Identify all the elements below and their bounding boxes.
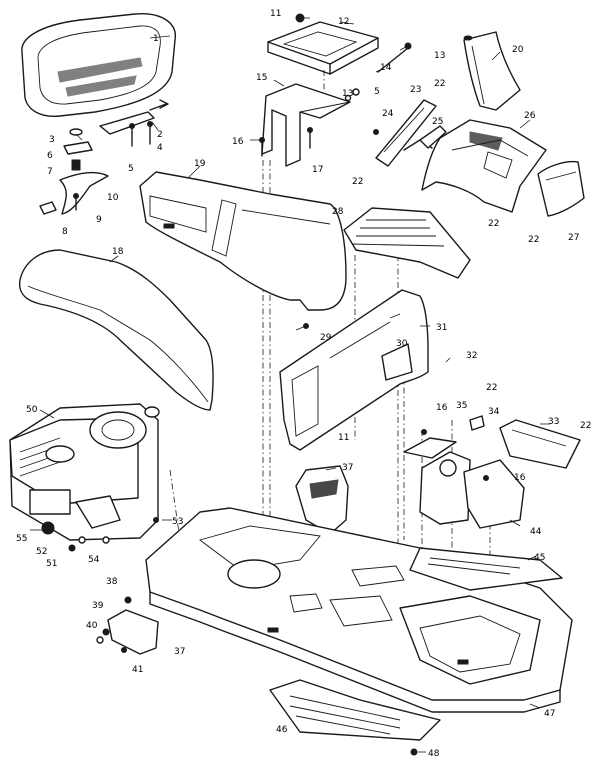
callout-25: 25 xyxy=(432,117,443,127)
callout-1: 1 xyxy=(153,34,159,44)
callout-52: 52 xyxy=(36,547,47,557)
callout-35: 35 xyxy=(456,401,467,411)
callout-5a: 5 xyxy=(128,164,134,174)
callout-13a: 13 xyxy=(434,51,445,61)
callout-10: 10 xyxy=(107,193,119,203)
callout-54: 54 xyxy=(88,555,100,565)
frame-bolt xyxy=(410,748,418,756)
callout-30: 30 xyxy=(396,339,408,349)
callout-12: 12 xyxy=(338,17,349,27)
callout-20: 20 xyxy=(512,45,524,55)
seat-mount-plate xyxy=(267,13,412,102)
callout-7: 7 xyxy=(47,167,53,177)
callout-27: 27 xyxy=(568,233,579,243)
callout-22b: 22 xyxy=(352,177,363,187)
front-grille xyxy=(537,160,585,217)
side-shield xyxy=(499,419,581,469)
callout-38: 38 xyxy=(106,577,118,587)
upper-bracket xyxy=(295,465,349,535)
right-footrest xyxy=(409,547,563,591)
callout-37a: 37 xyxy=(342,463,353,473)
callout-11b: 11 xyxy=(338,433,349,443)
callout-48: 48 xyxy=(428,749,440,759)
callout-labels: 1 2 3 4 5 5 6 7 8 9 10 11 11 12 13 13 14… xyxy=(16,9,591,759)
seat xyxy=(21,13,176,117)
callout-32: 32 xyxy=(466,351,477,361)
callout-5b: 5 xyxy=(374,87,380,97)
callout-23: 23 xyxy=(410,85,421,95)
callout-17: 17 xyxy=(312,165,323,175)
callout-9: 9 xyxy=(96,215,102,225)
callout-14: 14 xyxy=(380,63,392,73)
callout-18: 18 xyxy=(112,247,124,257)
callout-29: 29 xyxy=(320,333,332,343)
callout-19: 19 xyxy=(194,159,206,169)
callout-2: 2 xyxy=(157,130,163,140)
callout-53: 53 xyxy=(172,517,183,527)
left-fender xyxy=(18,249,214,411)
callout-3: 3 xyxy=(49,135,55,145)
callout-11a: 11 xyxy=(270,9,281,19)
left-footrest xyxy=(269,679,441,741)
engine xyxy=(9,403,160,541)
callout-16b: 16 xyxy=(436,403,448,413)
callout-22a: 22 xyxy=(434,79,445,89)
lower-bracket xyxy=(96,596,159,655)
engine-hardware xyxy=(41,517,159,552)
callout-34: 34 xyxy=(488,407,500,417)
callout-26: 26 xyxy=(524,111,536,121)
dash-plate xyxy=(373,99,447,167)
callout-13b: 13 xyxy=(342,89,353,99)
hood xyxy=(421,119,547,213)
callout-16a: 16 xyxy=(232,137,244,147)
callout-40: 40 xyxy=(86,621,98,631)
callout-47: 47 xyxy=(544,709,555,719)
callout-24: 24 xyxy=(382,109,394,119)
callout-41: 41 xyxy=(132,665,143,675)
callout-22c: 22 xyxy=(488,219,499,229)
callout-55: 55 xyxy=(16,534,27,544)
side-panel xyxy=(279,289,429,451)
steering-bracket xyxy=(403,415,525,529)
callout-leaders xyxy=(30,17,550,753)
callout-37b: 37 xyxy=(174,647,185,657)
callout-45: 45 xyxy=(534,553,545,563)
callout-50: 50 xyxy=(26,405,38,415)
callout-6: 6 xyxy=(47,151,53,161)
callout-51: 51 xyxy=(46,559,57,569)
callout-44: 44 xyxy=(530,527,542,537)
steering-column-cover xyxy=(463,31,521,111)
callout-33: 33 xyxy=(548,417,559,427)
callout-8: 8 xyxy=(62,227,68,237)
seat-bracket xyxy=(99,99,169,135)
callout-22d: 22 xyxy=(528,235,539,245)
callout-31: 31 xyxy=(436,323,447,333)
seat-hardware xyxy=(39,121,153,215)
callout-39: 39 xyxy=(92,601,104,611)
callout-28: 28 xyxy=(332,207,344,217)
step-plate xyxy=(343,207,471,279)
callout-46: 46 xyxy=(276,725,288,735)
callout-16c: 16 xyxy=(514,473,526,483)
rear-fender-panel xyxy=(139,171,347,311)
callout-4: 4 xyxy=(157,143,163,153)
callout-15: 15 xyxy=(256,73,267,83)
callout-22f: 22 xyxy=(580,421,591,431)
seat-support-bracket xyxy=(259,83,351,167)
callout-22e: 22 xyxy=(486,383,497,393)
frame-chassis xyxy=(145,507,573,713)
